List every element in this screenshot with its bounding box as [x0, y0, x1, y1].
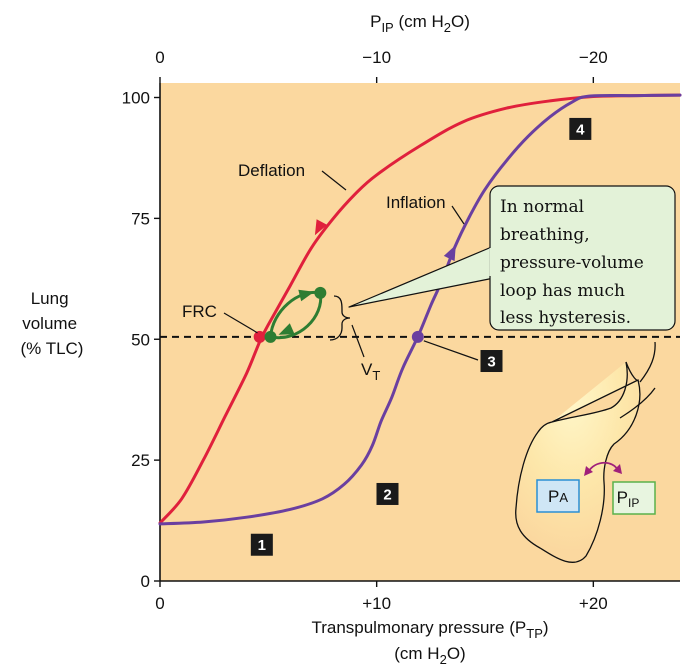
callout-text: In normal breathing, pressure-volume loo…	[500, 197, 649, 328]
tidal-arrowhead-lower	[278, 323, 295, 335]
inflation-curve	[158, 93, 682, 526]
pressure-exchange-arrowhead-left	[584, 466, 593, 476]
pip-box	[612, 481, 656, 515]
vt-label: VT	[361, 360, 380, 383]
badge-1-label: 1	[258, 537, 266, 554]
x-axis-ticks: 0 +10 +20	[155, 581, 608, 613]
top-axis-title: PIP (cm H2O)	[370, 12, 470, 35]
deflation-arrowhead	[314, 219, 328, 236]
inflation-label: Inflation	[386, 193, 446, 212]
inflation-leader	[451, 205, 465, 225]
x-tick-label: +20	[579, 594, 608, 613]
tidal-loop-expiration	[270, 292, 323, 340]
deflation-leader	[321, 170, 347, 191]
top-tick-label: −10	[362, 48, 391, 67]
y-tick-label: 100	[122, 89, 150, 108]
badge-3-box	[480, 350, 503, 373]
pip-label: PIP	[617, 488, 640, 510]
airway-outline	[625, 361, 639, 382]
badge-4-label: 4	[576, 121, 585, 138]
badge-2-box	[376, 482, 399, 505]
badge-4-box	[569, 117, 592, 140]
badge-2-label: 2	[383, 486, 391, 503]
inflation-arrowhead	[443, 245, 456, 262]
badge-1-box	[250, 533, 273, 556]
hysteresis-callout: In normal breathing, pressure-volume loo…	[348, 185, 676, 331]
tidal-loop-inspiration	[269, 290, 321, 338]
x-axis-label-units: (cm H2O)	[394, 644, 465, 667]
pressure-exchange-arrowhead-right	[613, 464, 622, 474]
badge-3-leader	[423, 340, 479, 361]
pa-label: PA	[548, 487, 568, 506]
lung-inset: PA PIP	[515, 341, 656, 563]
airway-branch	[619, 341, 656, 419]
vt-leader	[351, 324, 365, 358]
tidal-arrowhead-upper	[298, 289, 315, 302]
inflation-frc-point	[411, 330, 424, 343]
frc-tidal-point	[264, 330, 277, 343]
y-tick-label: 0	[141, 572, 150, 591]
top-tick-label: 0	[155, 48, 164, 67]
frc-leader	[223, 312, 258, 334]
deflation-curve	[158, 93, 682, 525]
x-axis-label: Transpulmonary pressure (PTP)	[311, 618, 548, 641]
frc-label: FRC	[182, 302, 217, 321]
deflation-label: Deflation	[238, 161, 305, 180]
y-axis-ticks: 0 25 50 75 100	[122, 89, 160, 591]
vt-brace	[329, 295, 351, 341]
x-tick-label: 0	[155, 594, 164, 613]
y-tick-label: 75	[131, 209, 150, 228]
tidal-end-point	[314, 286, 327, 299]
top-tick-label: −20	[579, 48, 608, 67]
frc-deflation-point	[253, 330, 266, 343]
y-tick-label: 25	[131, 451, 150, 470]
badge-3-label: 3	[487, 354, 495, 371]
y-axis-label: Lung volume (% TLC)	[21, 289, 84, 358]
top-axis-ticks: 0 −10 −20	[155, 48, 608, 83]
x-tick-label: +10	[362, 594, 391, 613]
y-tick-label: 50	[131, 330, 150, 349]
pa-box	[536, 479, 580, 513]
